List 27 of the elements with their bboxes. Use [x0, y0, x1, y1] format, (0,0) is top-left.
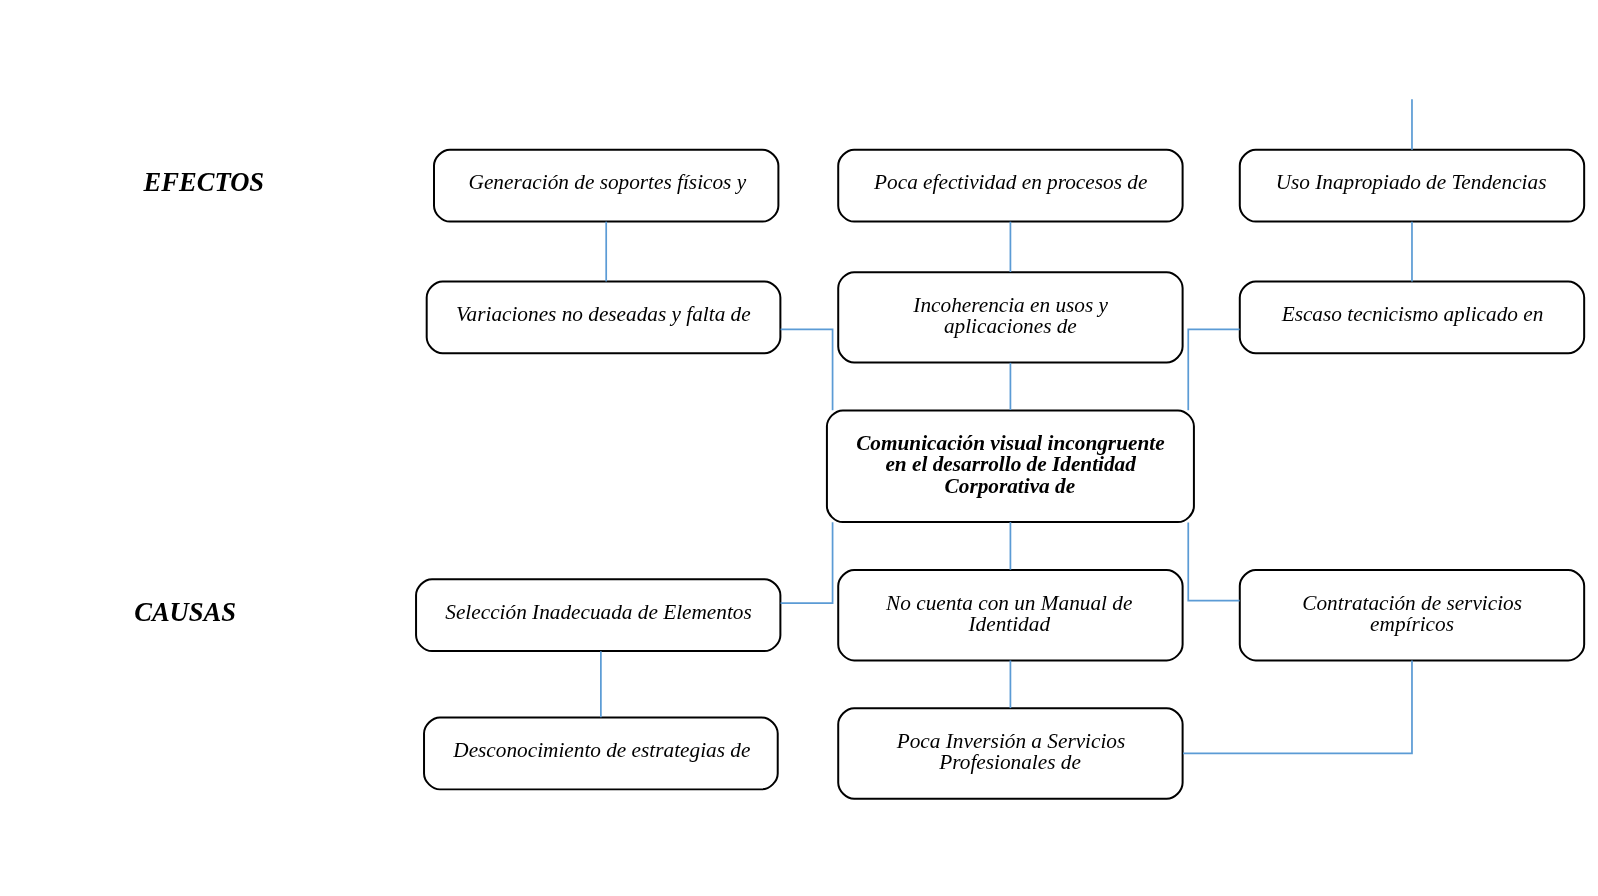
node-box: Contratación de servicios empíricos [1238, 568, 1586, 661]
connector [1009, 659, 1012, 709]
connector [1182, 659, 1413, 754]
connector [1411, 220, 1413, 282]
connector [600, 649, 602, 718]
node-box: Selección Inadecuada de Elementos [415, 577, 782, 652]
connector [1411, 98, 1413, 150]
node-box: Generación de soportes físicos y [433, 148, 780, 223]
label: CAUSAS [134, 596, 237, 627]
connector [779, 327, 834, 411]
node-box: Poca efectividad en procesos de [837, 148, 1184, 223]
node-box: No cuenta con un Manual de Identidad [837, 568, 1184, 661]
node-box: Desconocimiento de estrategias de [423, 716, 779, 790]
connector [779, 521, 834, 604]
connector [1009, 361, 1012, 411]
connector [1187, 521, 1241, 601]
connector [1187, 327, 1241, 411]
node-box: Escaso tecnicismo aplicado en [1238, 279, 1586, 354]
node-box: Incoherencia en usos y aplicaciones de [837, 270, 1184, 364]
node-box: Comunicación visual incongruente en el desarrollo de Identidad Corporativa de [825, 408, 1195, 523]
connector [605, 220, 608, 282]
label: EFECTOS [143, 166, 265, 197]
node-box: Poca Inversión a Servicios Profesionales de [837, 706, 1184, 800]
connector [1009, 520, 1012, 571]
node-box: Uso Inapropiado de Tendencias [1238, 148, 1586, 223]
node-box: Variaciones no deseadas y falta de [425, 279, 782, 354]
connector [1009, 220, 1012, 273]
